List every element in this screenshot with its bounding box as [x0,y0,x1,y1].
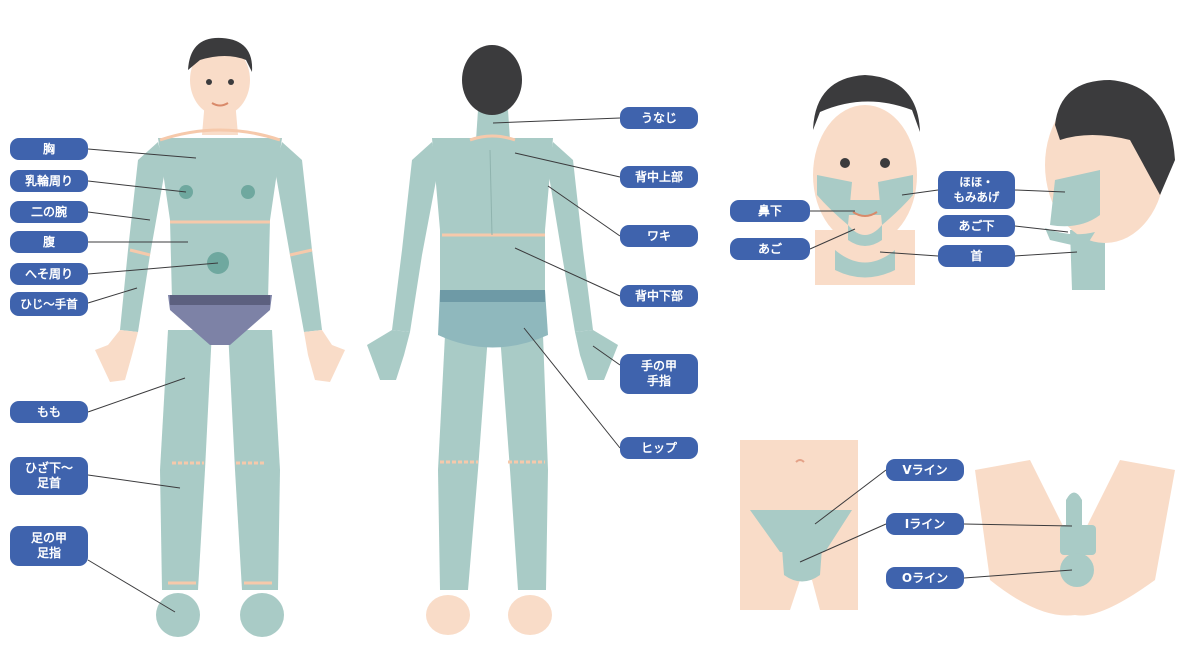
label-v-line: Vライン [886,459,964,481]
label-areola: 乳輪周り [10,170,88,192]
label-under-nose: 鼻下 [730,200,810,222]
label-thigh: もも [10,401,88,423]
label-hand: 手の甲 手指 [620,354,698,394]
label-armpit: ワキ [620,225,698,247]
front-body-figure [95,37,345,637]
label-o-line: Oライン [886,567,964,589]
label-navel: へそ周り [10,263,88,285]
label-nape: うなじ [620,107,698,129]
back-body-figure [367,45,618,635]
label-chest: 胸 [10,138,88,160]
label-belly: 腹 [10,231,88,253]
label-upper-arm: 二の腕 [10,201,88,223]
label-under-chin: あご下 [938,215,1015,237]
label-upper-back: 背中上部 [620,166,698,188]
label-neck: 首 [938,245,1015,267]
label-lower-back: 背中下部 [620,285,698,307]
label-cheek: ほほ・ もみあげ [938,171,1015,209]
label-hip: ヒップ [620,437,698,459]
face-side-figure [1045,80,1175,290]
face-front-figure [813,75,920,285]
label-chin: あご [730,238,810,260]
label-knee-ankle: ひざ下～ 足首 [10,457,88,495]
label-elbow-wrist: ひじ～手首 [10,292,88,316]
leader-lines [87,117,1078,613]
label-i-line: Iライン [886,513,964,535]
vio-front-figure [740,440,858,610]
label-foot: 足の甲 足指 [10,526,88,566]
vio-back-figure [975,460,1175,616]
